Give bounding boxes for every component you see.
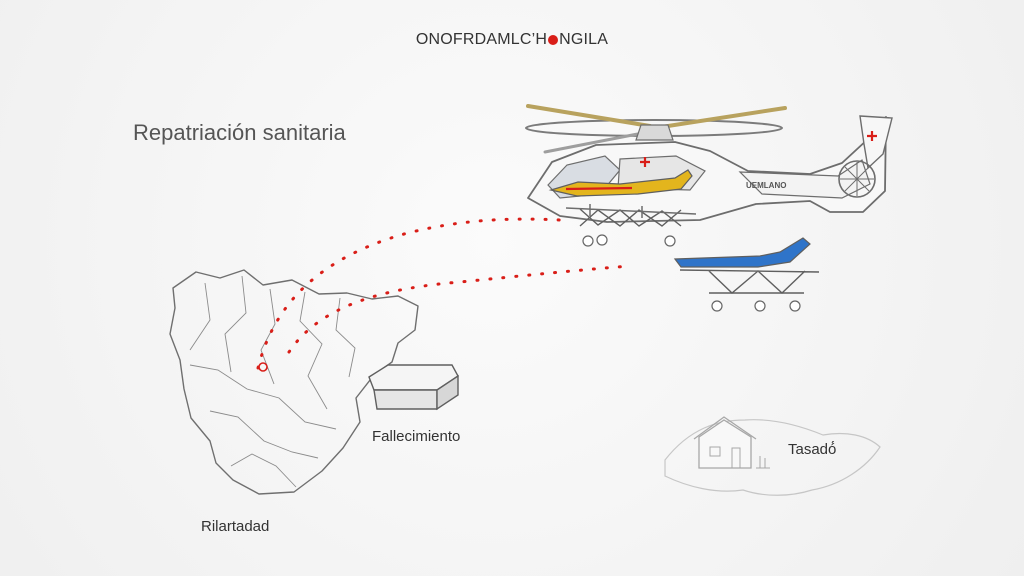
house-land-outline [664,419,881,496]
red-cross-tail [867,131,877,141]
brand-title: ONOFRDAMLC’H NGILA [0,31,1024,49]
coffin-front [373,389,438,410]
red-cross-nose [640,157,650,167]
brand-dot-icon [548,35,559,45]
house-door [731,447,741,469]
coffin-side [436,374,459,411]
helicopter-tail-text: UEMLANO [746,181,786,190]
blue-wheel-2 [754,300,766,312]
tail-fin [859,115,893,170]
route-paths [256,217,632,372]
rotor-hub [635,124,674,141]
helicopter-icon: UEMLANO [525,104,893,247]
traslado-label: Tasadó́ [788,441,837,458]
skid-left [565,204,697,218]
house-roof [693,416,757,440]
route-dashed-upper [256,217,562,370]
brand-title-right: NGILA [559,31,609,48]
rotor-blade-left [526,104,652,128]
tail-rotor-spokes [840,162,874,196]
stretcher-icon [673,237,820,312]
house-icon [664,416,881,496]
rotor-blade-right [653,106,787,130]
rotor-blade-back [543,129,655,154]
route-dashed-lower [287,264,632,354]
stretcher-frame-2 [579,209,682,227]
region-border-2 [224,275,247,373]
iberia-map-outline [169,269,419,495]
region-border-8 [230,453,297,488]
wheel-left [582,235,594,247]
origin-label: Rilartadad [201,518,270,535]
region-border-5 [335,297,356,378]
page-title: Repatriación sanitaria [133,120,346,145]
region-border-4 [299,291,328,410]
region-border-7 [209,410,319,459]
blue-wheel-1 [711,300,723,312]
blue-wheel-3 [789,300,801,312]
region-border-6 [189,364,337,430]
coffin-icon [368,364,459,411]
brand-title-left: ONOFRDAMLC’H [415,31,548,48]
region-border-3 [260,288,276,385]
yellow-stretcher-pad [565,186,633,191]
blue-stretcher-body [673,237,811,268]
tail-boom [738,159,871,199]
wheel-mid [596,234,608,246]
origin-marker [258,362,268,372]
tail-rotor [838,160,876,198]
fallecimiento-label: Fallecimiento [372,428,461,445]
house-fence [756,456,770,469]
wheel-right [664,235,676,247]
region-border-1 [189,282,211,351]
house-window [709,446,721,457]
blue-stretcher-frame [679,269,820,294]
